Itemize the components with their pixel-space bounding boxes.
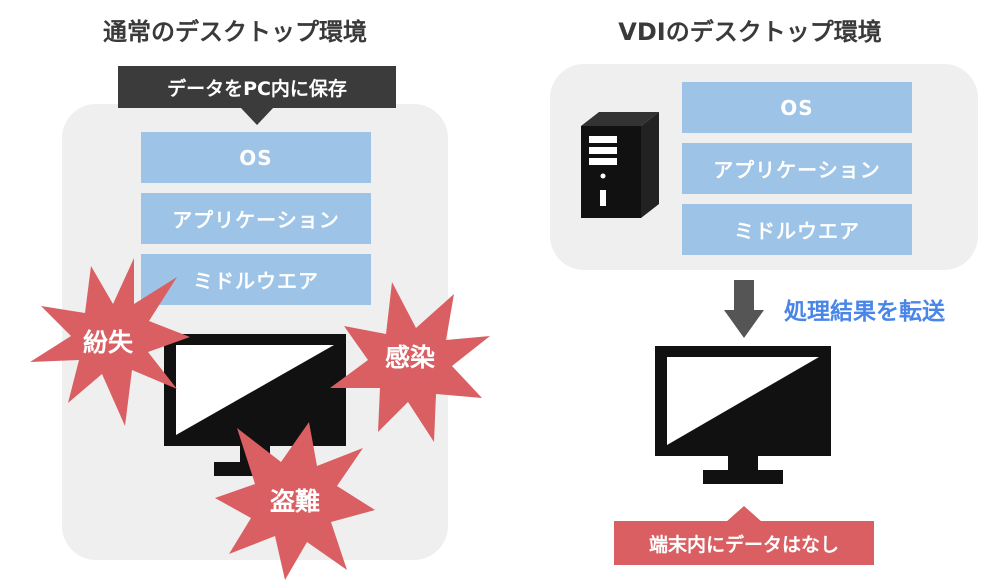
transfer-label: 処理結果を転送 (784, 299, 945, 325)
threat-label-infection: 感染 (385, 343, 435, 372)
left-layer-application: アプリケーション (141, 193, 371, 244)
threat-burst-infection: 感染 (330, 282, 490, 442)
right-layer-application: アプリケーション (682, 143, 912, 194)
right-layer-middleware: ミドルウエア (682, 204, 912, 255)
left-layer-middleware: ミドルウエア (141, 254, 371, 305)
note-pointer (726, 506, 762, 522)
right-title: VDIのデスクトップ環境 (618, 18, 882, 46)
threat-burst-loss: 紛失 (30, 258, 190, 426)
left-title: 通常のデスクトップ環境 (103, 18, 367, 46)
threat-label-theft: 盗難 (270, 487, 320, 516)
no-data-note: 端末内にデータはなし (614, 521, 874, 565)
right-monitor-icon (655, 346, 831, 484)
left-monitor-icon (164, 334, 346, 476)
threat-label-loss: 紛失 (83, 328, 134, 357)
threat-burst-theft: 盗難 (215, 422, 375, 580)
down-arrow-icon (724, 280, 764, 338)
left-callout: データをPC内に保存 (118, 66, 396, 108)
server-tower-icon (581, 112, 659, 218)
right-layer-os: OS (682, 82, 912, 133)
callout-pointer (240, 107, 274, 125)
left-layer-os: OS (141, 132, 371, 183)
